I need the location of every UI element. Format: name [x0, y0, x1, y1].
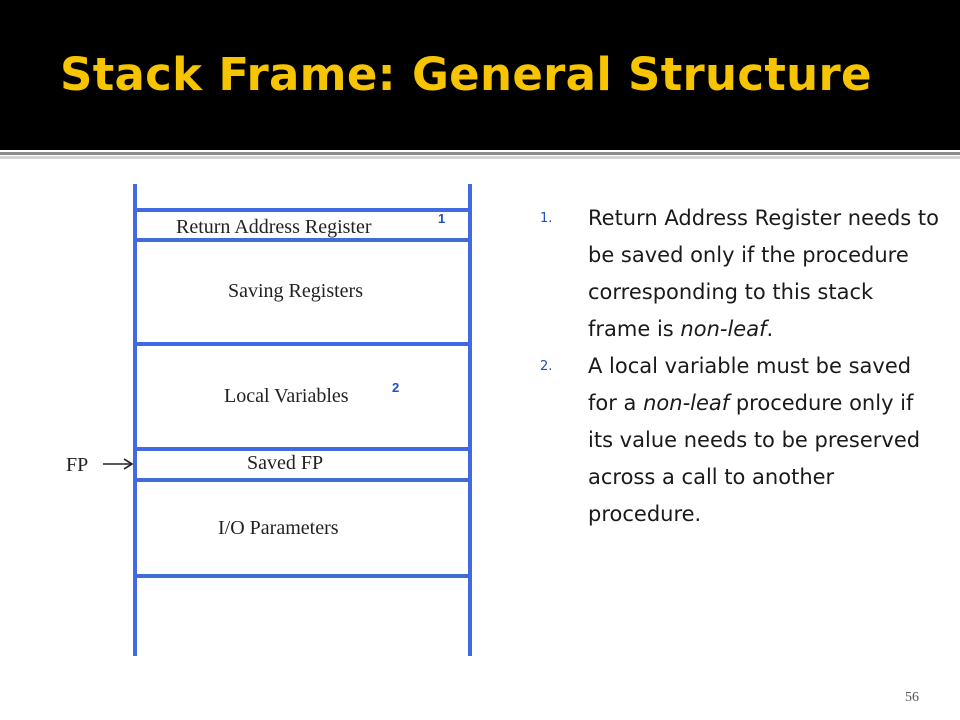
- footnote-text-end: procedure only if its value needs to be …: [588, 391, 921, 526]
- footnote-number: 2.: [540, 359, 553, 374]
- footnote-text: A local variable must be saved for a: [588, 354, 912, 415]
- footnote-item: 2. A local variable must be saved for a …: [540, 348, 940, 533]
- fp-pointer-label: FP: [66, 454, 88, 476]
- row-label-return-address: Return Address Register: [176, 216, 372, 238]
- footnote-emphasis: non-leaf: [643, 391, 730, 415]
- row-label-local-variables: Local Variables: [224, 385, 349, 407]
- footnote-text-end: .: [766, 317, 774, 341]
- row-label-saving-registers: Saving Registers: [228, 280, 363, 302]
- footnote-list: 1. Return Address Register needs to be s…: [540, 200, 940, 533]
- footnote-marker-2: 2: [392, 380, 399, 395]
- footnote-text: Return Address Register needs to be save…: [588, 206, 939, 341]
- footnote-emphasis: non-leaf: [680, 317, 767, 341]
- arrow-right-icon: [103, 458, 134, 470]
- footnote-marker-1: 1: [438, 211, 445, 226]
- title-divider: [0, 152, 960, 155]
- footnote-item: 1. Return Address Register needs to be s…: [540, 200, 940, 348]
- page-number: 56: [905, 690, 919, 705]
- row-label-saved-fp: Saved FP: [247, 452, 323, 474]
- row-label-io-parameters: I/O Parameters: [218, 517, 339, 539]
- title-divider-shadow: [0, 156, 960, 159]
- slide-title: Stack Frame: General Structure: [60, 48, 872, 101]
- title-bar: Stack Frame: General Structure: [0, 0, 960, 150]
- footnote-number: 1.: [540, 211, 553, 226]
